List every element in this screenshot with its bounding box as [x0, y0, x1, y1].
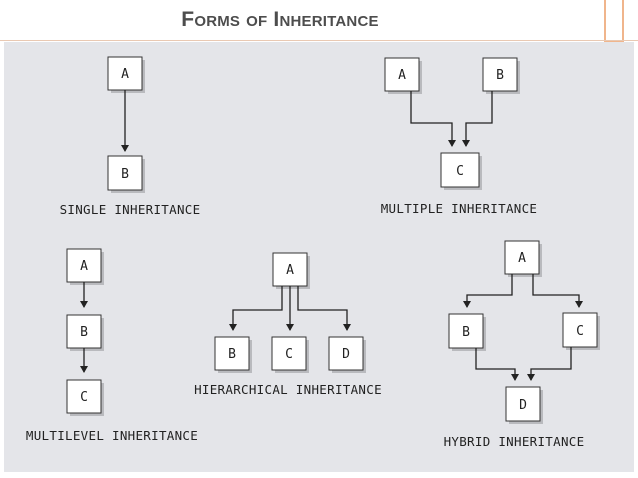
multiple-node-a: [384, 57, 420, 92]
hybrid-node-a: [504, 240, 540, 275]
hybrid-node-c-label: C: [576, 324, 584, 339]
multilevel-node-a-label: A: [80, 259, 88, 274]
title-divider: [0, 40, 638, 41]
hybrid-inheritance-caption: HYBRID INHERITANCE: [444, 434, 585, 449]
corner-decoration: [604, 0, 624, 42]
hierarchical-arrow-ad: [297, 286, 351, 331]
single-inheritance-diagram: A B SINGLE INHERITANCE: [60, 56, 201, 217]
single-node-a: [107, 56, 143, 91]
hierarchical-node-a-label: A: [286, 263, 294, 278]
slide-title: Forms of Inheritance: [181, 8, 379, 31]
multiple-node-b: [482, 57, 518, 92]
single-node-b: [107, 155, 143, 191]
single-node-a-label: A: [121, 67, 129, 82]
multilevel-node-b: [66, 314, 102, 349]
hierarchical-inheritance-caption: HIERARCHICAL INHERITANCE: [194, 382, 382, 397]
hierarchical-node-b-label: B: [228, 347, 236, 362]
single-node-b-label: B: [121, 167, 129, 182]
hybrid-node-b: [448, 313, 484, 349]
hybrid-node-a-label: A: [518, 251, 526, 266]
hybrid-node-d-label: D: [519, 398, 527, 413]
multiple-inheritance-caption: MULTIPLE INHERITANCE: [381, 201, 538, 216]
multiple-node-c-label: C: [456, 164, 464, 179]
multiple-node-a-label: A: [398, 68, 406, 83]
hybrid-node-c: [562, 312, 598, 348]
hybrid-arrow-ab: [463, 274, 513, 308]
hybrid-arrow-cd: [527, 347, 572, 381]
multilevel-inheritance-caption: MULTILEVEL INHERITANCE: [26, 428, 198, 443]
hybrid-inheritance-diagram: A B C D HYBRID INHERITANCE: [444, 240, 600, 449]
multiple-arrow-a: [410, 91, 456, 147]
hierarchical-node-c: [271, 336, 307, 371]
hybrid-arrow-ac: [532, 274, 583, 308]
hierarchical-node-c-label: C: [285, 347, 293, 362]
multilevel-inheritance-diagram: A B C MULTILEVEL INHERITANCE: [26, 248, 198, 443]
hybrid-node-b-label: B: [462, 325, 470, 340]
hierarchical-arrow-ab: [229, 286, 283, 331]
hierarchical-node-d: [328, 336, 364, 371]
hybrid-arrow-bd: [475, 348, 519, 381]
multiple-node-c: [440, 152, 480, 188]
multilevel-node-b-label: B: [80, 325, 88, 340]
hierarchical-node-b: [214, 336, 250, 371]
multilevel-node-a: [66, 248, 102, 283]
hybrid-node-d: [505, 386, 541, 422]
multiple-inheritance-diagram: A B C MULTIPLE INHERITANCE: [381, 57, 538, 216]
multilevel-node-c: [66, 379, 102, 414]
multiple-node-b-label: B: [496, 68, 504, 83]
hierarchical-node-a: [272, 252, 308, 287]
single-inheritance-caption: SINGLE INHERITANCE: [60, 202, 201, 217]
multiple-arrow-b: [462, 91, 493, 147]
hierarchical-node-d-label: D: [342, 347, 350, 362]
hierarchical-inheritance-diagram: A B C D HIERARCHICAL INHERITANCE: [194, 252, 382, 397]
multilevel-node-c-label: C: [80, 390, 88, 405]
